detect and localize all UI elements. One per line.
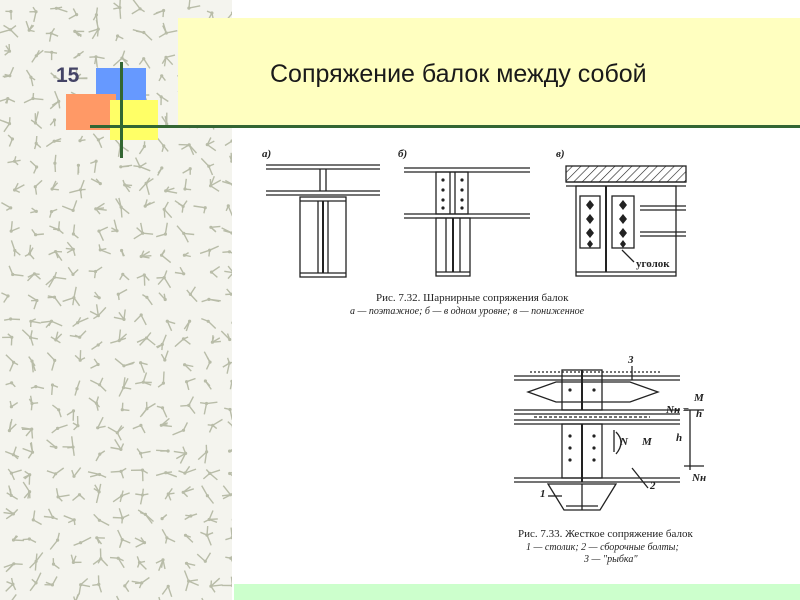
callout-angle: уголок [636, 258, 670, 270]
callout-3: 3 [628, 354, 634, 366]
drawing-v [565, 165, 687, 277]
figure1-caption: Рис. 7.32. Шарнирные сопряжения балок [376, 292, 569, 304]
label-v: в) [556, 148, 565, 160]
title-band [178, 18, 800, 126]
bottom-bar [234, 584, 800, 600]
figure2-subcaption-2: 3 — "рыбка" [584, 554, 638, 565]
drawing-a [266, 164, 380, 278]
label-b: б) [398, 148, 408, 160]
label-nn-top: Nн = [666, 404, 690, 416]
slide-number: 15 [56, 64, 80, 87]
accent-square-orange [66, 94, 116, 130]
callout-2: 2 [650, 480, 656, 492]
figure2-subcaption-1: 1 — столик; 2 — сборочные болты; [526, 542, 679, 553]
vertical-rule [120, 62, 123, 158]
drawing-rigid [514, 366, 704, 511]
drawing-b [404, 167, 530, 277]
horizontal-rule [90, 125, 800, 128]
label-n: N [620, 436, 628, 448]
label-m-top: M [694, 392, 704, 404]
slide-title: Сопряжение балок между собой [270, 60, 647, 88]
label-m: M [642, 436, 652, 448]
figure1-subcaption: а — поэтажное; б — в одном уровне; в — п… [350, 306, 585, 317]
figure2-caption: Рис. 7.33. Жесткое сопряжение балок [518, 528, 693, 540]
label-h-frac: h [696, 408, 703, 420]
label-nn-bottom: Nн [692, 472, 707, 484]
label-h: h [676, 432, 683, 444]
callout-1: 1 [540, 488, 546, 500]
label-a: а) [262, 148, 272, 160]
accent-square-yellow [110, 100, 158, 140]
